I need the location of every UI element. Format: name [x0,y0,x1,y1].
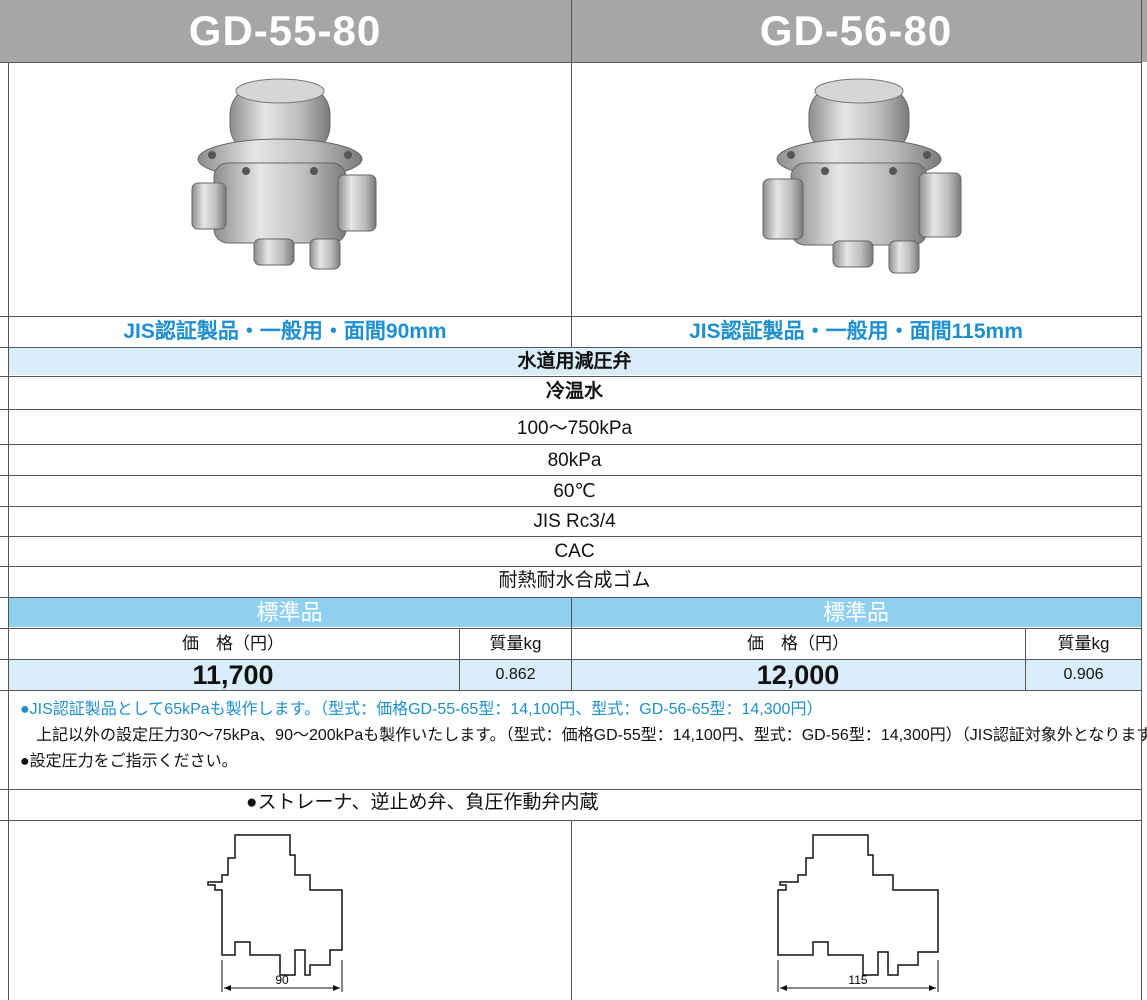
valve-illustration-gd55 [191,78,377,270]
dimension-sketch-gd55: 90 [180,830,380,1000]
grid-line [0,536,1141,537]
dimension-label-gd55: 90 [275,973,289,987]
grid-divider [571,820,572,1000]
spec-set-pressure: 80kPa [547,450,602,471]
price-gd56: 12,000 [756,660,840,690]
weight-header-gd55: 質量kg [489,634,542,653]
spec-type: 水道用減圧弁 [8,348,1141,375]
spec-body-material: CAC [554,541,595,562]
grid-line [0,409,1141,410]
grid-line [0,376,1141,377]
grid-line [0,444,1141,445]
dimension-sketch-gd56: 115 [758,830,968,1000]
weight-gd55: 0.862 [495,666,536,683]
notes-block: ●JIS認証製品として65kPaも製作します。（型式：価格GD-55-65型：1… [14,697,1147,775]
price-gd55: 11,700 [192,660,274,690]
spec-fluid: 冷温水 [545,381,603,402]
product-photo-gd55 [8,63,572,316]
weight-gd56: 0.906 [1063,666,1104,683]
subtitle-gd56: JIS認証製品・一般用・面間115mm [689,320,1023,343]
product-photo-gd56 [577,63,1141,316]
grid-divider [1025,628,1026,690]
grid-divider [459,628,460,690]
grid-divider [8,62,9,1000]
spec-inlet-pressure: 100〜750kPa [516,418,633,439]
model-title-gd56: GD-56-80 [759,7,953,54]
valve-illustration-gd56 [762,78,962,274]
note-line-1: ●JIS認証製品として65kPaも製作します。（型式：価格GD-55-65型：1… [20,701,823,718]
grid-line [0,659,1141,660]
note-line-2: 上記以外の設定圧力30〜75kPa、90〜200kPaも製作いたします。（型式：… [36,727,1147,744]
spec-temperature: 60℃ [553,481,596,502]
spec-connection: JIS Rc3/4 [533,511,616,532]
grid-divider [571,0,572,347]
standard-label-gd55: 標準品 [256,600,323,625]
grid-line [0,597,1141,598]
grid-line [0,628,1141,629]
grid-line [0,475,1141,476]
standard-band [8,598,1141,627]
grid-line [0,690,1141,691]
spec-seal-material: 耐熱耐水合成ゴム [498,570,651,591]
grid-divider [1141,0,1142,1000]
grid-line [0,347,1141,348]
note-line-3: ●設定圧力をご指示ください。 [20,753,238,770]
grid-line [0,62,1141,63]
grid-line [0,506,1141,507]
grid-line [0,789,1141,790]
grid-line [0,316,1141,317]
price-header-gd55: 価 格（円） [182,634,284,653]
dimension-label-gd56: 115 [848,973,867,987]
weight-header-gd56: 質量kg [1057,634,1110,653]
grid-line [0,566,1141,567]
price-header-gd56: 価 格（円） [747,634,849,653]
standard-label-gd56: 標準品 [822,600,889,625]
model-header-bar [0,0,1147,62]
grid-divider [571,597,572,690]
price-band [8,660,1141,690]
subtitle-gd55: JIS認証製品・一般用・面間90mm [123,320,447,343]
feature-note: ●ストレーナ、逆止め弁、負圧作動弁内蔵 [246,792,599,813]
grid-line [0,820,1141,821]
model-title-gd55: GD-55-80 [188,7,382,54]
